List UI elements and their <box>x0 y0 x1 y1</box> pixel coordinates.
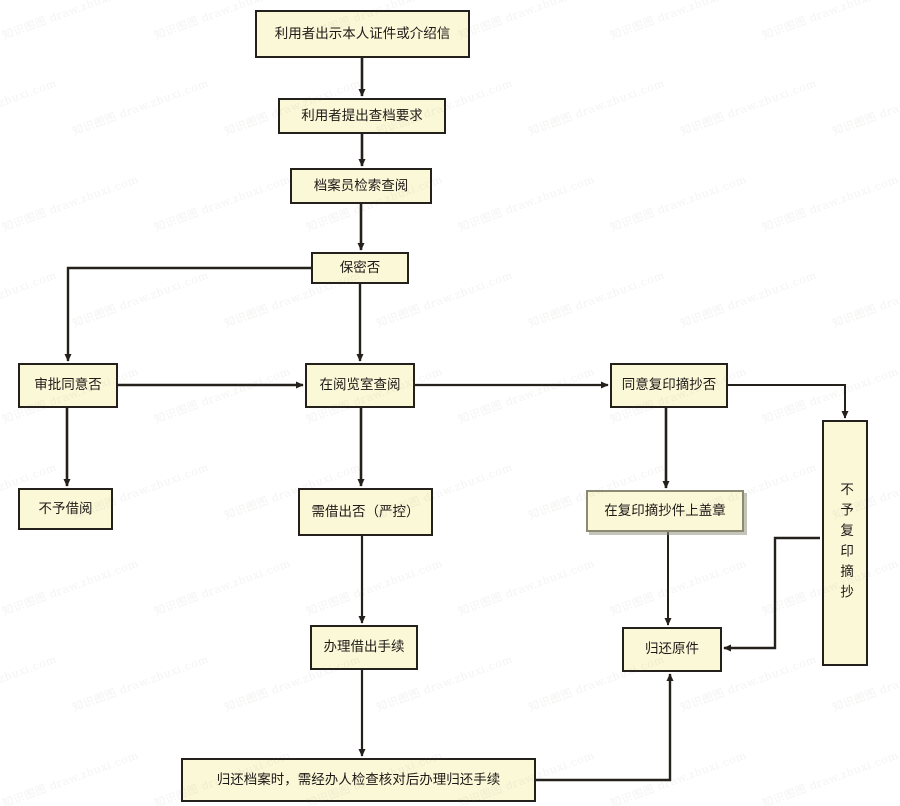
connector-confidential-to-approval <box>64 266 311 362</box>
node-label-archivist-search: 档案员检索查阅 <box>313 177 409 194</box>
node-label-return-check-formalities: 归还档案时，需经办人检查核对后办理归还手续 <box>216 771 501 788</box>
node-label-present-id: 利用者出示本人证件或介绍信 <box>274 25 451 42</box>
node-need-borrow-out[interactable]: 需借出否（严控） <box>298 488 433 536</box>
node-approval-agreed[interactable]: 审批同意否 <box>18 363 118 408</box>
node-return-check-formalities[interactable]: 归还档案时，需经办人检查核对后办理归还手续 <box>181 758 536 802</box>
connector-nocopy-to-returnoriginal <box>723 536 820 652</box>
node-present-id[interactable]: 利用者出示本人证件或介绍信 <box>255 10 470 58</box>
node-label-need-borrow-out: 需借出否（严控） <box>311 503 420 520</box>
node-is-confidential[interactable]: 保密否 <box>311 252 409 284</box>
node-label-approval-agreed: 审批同意否 <box>34 377 102 394</box>
node-stamp-on-copy[interactable]: 在复印摘抄件上盖章 <box>586 490 744 532</box>
node-label-no-copy-extract: 不予复印摘抄 <box>837 481 854 605</box>
node-read-in-room[interactable]: 在阅览室查阅 <box>305 363 415 408</box>
node-label-is-confidential: 保密否 <box>339 259 381 276</box>
node-archivist-search[interactable]: 档案员检索查阅 <box>290 168 432 204</box>
connector-agreecopy-to-nocopy <box>728 384 849 419</box>
node-no-lending[interactable]: 不予借阅 <box>18 488 113 530</box>
node-label-do-borrow-formalities: 办理借出手续 <box>323 639 405 656</box>
node-do-borrow-formalities[interactable]: 办理借出手续 <box>310 625 418 670</box>
node-no-copy-extract[interactable]: 不予复印摘抄 <box>822 420 868 666</box>
node-request-lookup[interactable]: 利用者提出查档要求 <box>278 98 446 134</box>
connector-returncheck-to-returnoriginal <box>536 673 674 782</box>
node-label-agree-copy-extract: 同意复印摘抄否 <box>621 377 717 394</box>
node-label-read-in-room: 在阅览室查阅 <box>319 377 401 394</box>
node-label-no-lending: 不予借阅 <box>38 500 93 517</box>
node-return-original[interactable]: 归还原件 <box>622 627 722 672</box>
node-label-return-original: 归还原件 <box>645 641 699 658</box>
node-label-stamp-on-copy: 在复印摘抄件上盖章 <box>604 502 726 519</box>
node-agree-copy-extract[interactable]: 同意复印摘抄否 <box>610 363 728 408</box>
node-label-request-lookup: 利用者提出查档要求 <box>301 107 423 124</box>
